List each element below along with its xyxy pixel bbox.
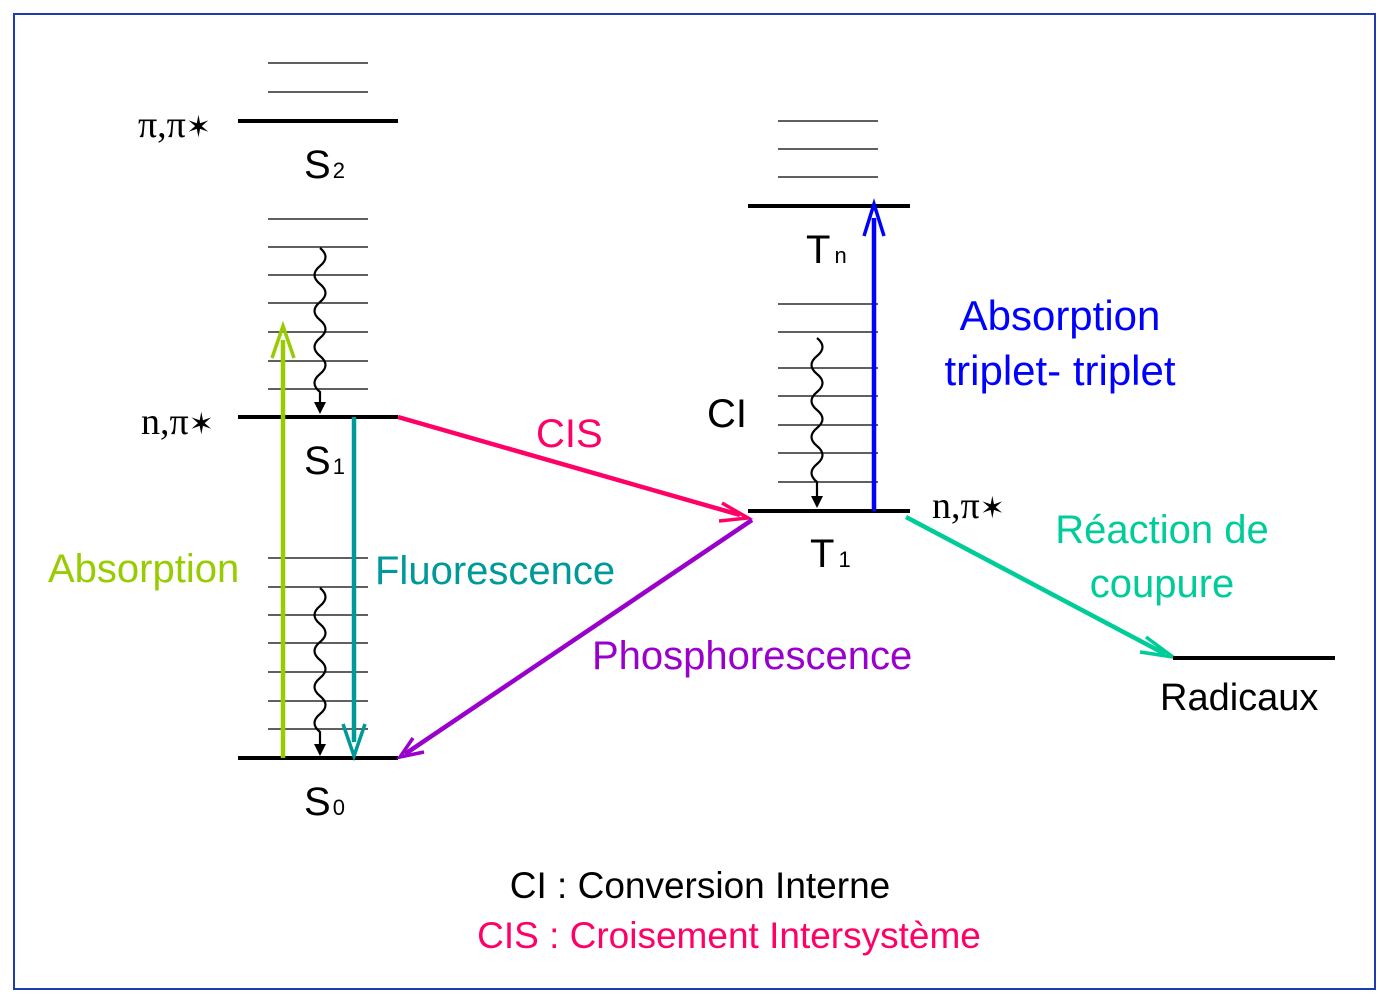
- cleavage-label-1: Réaction de: [1055, 508, 1268, 552]
- s1-orbital-label: n,π✶: [141, 401, 214, 443]
- s2-vibrational-levels: [268, 62, 368, 93]
- phosphorescence-label: Phosphorescence: [592, 634, 912, 678]
- tn-upper-levels: [778, 120, 878, 178]
- wavy-relaxation-arrow: [313, 247, 327, 414]
- ci-label: CI: [707, 392, 747, 436]
- s2-state-label: S2: [304, 143, 345, 187]
- cleavage-arrow: [904, 515, 1167, 656]
- diagram-border: [13, 13, 1376, 990]
- radicals-label: Radicaux: [1160, 677, 1318, 719]
- s1-state-label: S1: [304, 439, 345, 483]
- phosphorescence-arrow-head: [396, 737, 425, 760]
- phosphorescence-arrow: [403, 518, 754, 756]
- absorption-arrow-head: [270, 320, 296, 359]
- legend-cis: CIS : Croisement Intersystème: [477, 915, 981, 956]
- t1-orbital-label: n,π✶: [932, 485, 1005, 527]
- triplet-absorption-label-1: Absorption: [960, 292, 1161, 339]
- cis-arrow-head: [718, 501, 754, 523]
- t1-vibrational-levels: [778, 303, 878, 483]
- cis-label: CIS: [536, 412, 603, 456]
- cleavage-label-2: coupure: [1090, 562, 1235, 606]
- triplet-absorption-arrow-head: [862, 198, 886, 237]
- s0-state-label: S0: [304, 780, 345, 824]
- fluorescence-arrow-head: [341, 723, 367, 762]
- triplet-absorption-label-2: triplet- triplet: [944, 347, 1175, 394]
- fluorescence-label: Fluorescence: [375, 549, 615, 593]
- wavy-relaxation-arrow: [810, 337, 824, 508]
- absorption-label: Absorption: [48, 547, 239, 591]
- cis-arrow: [397, 414, 741, 518]
- wavy-relaxation-arrow: [313, 587, 327, 756]
- s2-orbital-label: π,π✶: [138, 104, 211, 146]
- legend-ci: CI : Conversion Interne: [510, 865, 890, 906]
